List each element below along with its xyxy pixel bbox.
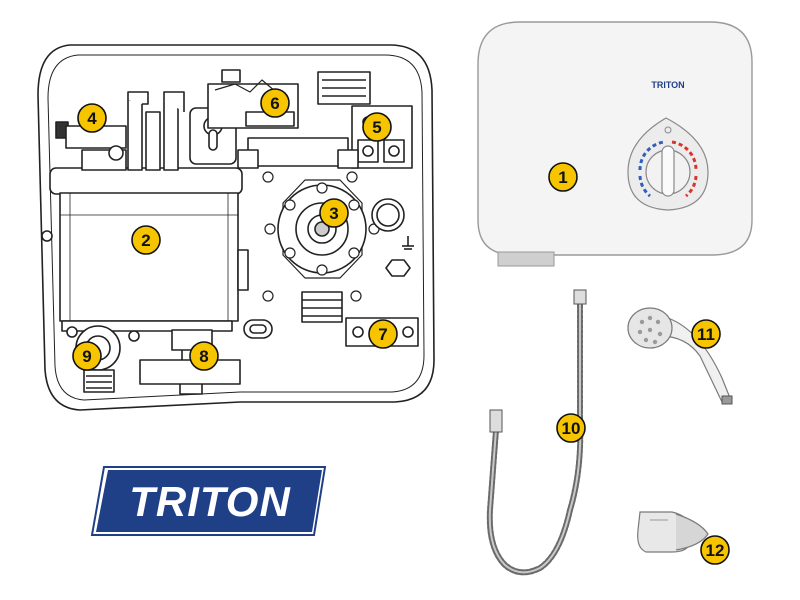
callout-12: 12 bbox=[700, 535, 730, 565]
callout-number: 6 bbox=[270, 94, 279, 113]
thermal-cut-out bbox=[55, 121, 127, 171]
callout-number: 5 bbox=[372, 118, 381, 137]
callout-number: 8 bbox=[199, 347, 208, 366]
valve-bracket bbox=[237, 137, 359, 169]
callout-8: 8 bbox=[189, 341, 219, 371]
callout-number: 11 bbox=[697, 325, 715, 344]
earth-symbol bbox=[402, 236, 414, 250]
callout-badge bbox=[691, 319, 721, 349]
callout-badge bbox=[700, 535, 730, 565]
callout-badge bbox=[362, 112, 392, 142]
hose-retaining-ring bbox=[637, 511, 709, 553]
callout-badge bbox=[72, 341, 102, 371]
cover-logo: TRITON bbox=[651, 80, 684, 90]
callout-10: 10 bbox=[556, 413, 586, 443]
callout-4: 4 bbox=[77, 103, 107, 133]
backplate-inner-rim bbox=[47, 54, 425, 401]
callout-badge bbox=[77, 103, 107, 133]
hex-nut bbox=[385, 259, 411, 277]
solenoid-valve bbox=[262, 171, 380, 323]
hose-top-nut bbox=[573, 289, 587, 305]
callout-badge bbox=[548, 162, 578, 192]
cover-base-tab bbox=[497, 251, 555, 267]
callout-badge bbox=[319, 198, 349, 228]
cover-body bbox=[477, 21, 753, 256]
triton-logo: TRITON bbox=[90, 466, 327, 536]
callout-3: 3 bbox=[319, 198, 349, 228]
tank-outlet-pipes bbox=[127, 91, 185, 171]
callout-5: 5 bbox=[362, 112, 392, 142]
callout-badge bbox=[556, 413, 586, 443]
shower-cover: TRITON bbox=[477, 21, 753, 267]
backplate-outline bbox=[37, 44, 435, 411]
callout-1: 1 bbox=[548, 162, 578, 192]
power-indicator-icon bbox=[664, 126, 672, 134]
callout-11: 11 bbox=[691, 319, 721, 349]
cable-slot bbox=[243, 319, 273, 339]
heater-tank bbox=[49, 167, 249, 332]
vent-grille bbox=[317, 71, 371, 105]
callout-badge bbox=[260, 88, 290, 118]
callout-2: 2 bbox=[131, 225, 161, 255]
callout-number: 10 bbox=[562, 419, 581, 438]
callout-badge bbox=[189, 341, 219, 371]
callout-badge bbox=[368, 319, 398, 349]
callout-badge bbox=[131, 225, 161, 255]
side-screw bbox=[41, 230, 53, 242]
shower-head bbox=[627, 307, 733, 405]
callout-number: 2 bbox=[141, 231, 150, 250]
logo-text: TRITON bbox=[129, 478, 291, 525]
shower-hose bbox=[486, 289, 587, 576]
hose-bottom-nut bbox=[489, 409, 503, 433]
callout-number: 4 bbox=[87, 109, 97, 128]
callout-number: 7 bbox=[378, 325, 387, 344]
callout-number: 3 bbox=[329, 204, 338, 223]
lower-bracket bbox=[139, 359, 241, 385]
callout-6: 6 bbox=[260, 88, 290, 118]
callout-number: 1 bbox=[558, 168, 567, 187]
callout-7: 7 bbox=[368, 319, 398, 349]
temperature-control-knob bbox=[627, 117, 709, 211]
callout-9: 9 bbox=[72, 341, 102, 371]
callout-number: 9 bbox=[82, 347, 91, 366]
callout-number: 12 bbox=[706, 541, 725, 560]
